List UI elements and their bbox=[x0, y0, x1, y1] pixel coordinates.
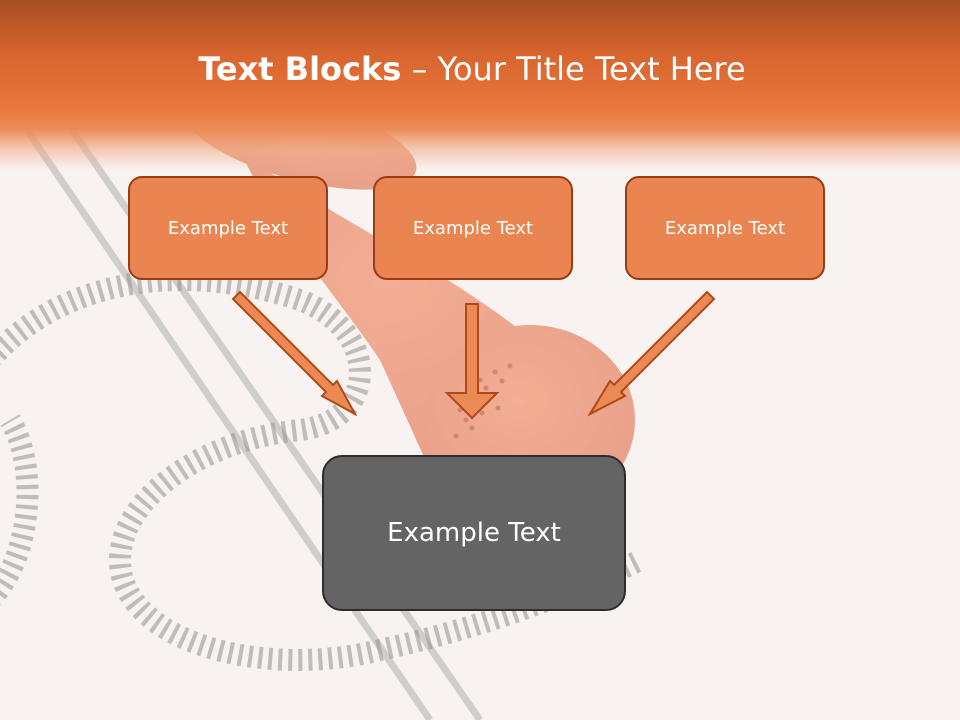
text-block-center-label: Example Text bbox=[412, 217, 534, 239]
title-subtitle: – Your Title Text Here bbox=[401, 50, 746, 88]
text-block-main[interactable]: Example Text bbox=[322, 455, 626, 611]
text-block-right-label: Example Text bbox=[664, 217, 786, 239]
text-block-center[interactable]: Example Text bbox=[373, 176, 573, 280]
text-block-left-label: Example Text bbox=[167, 217, 289, 239]
slide-title: Text Blocks – Your Title Text Here bbox=[0, 50, 944, 88]
text-block-right[interactable]: Example Text bbox=[625, 176, 825, 280]
title-bold: Text Blocks bbox=[198, 50, 402, 88]
text-block-left[interactable]: Example Text bbox=[128, 176, 328, 280]
text-block-main-label: Example Text bbox=[387, 518, 561, 548]
title-banner bbox=[0, 0, 960, 170]
